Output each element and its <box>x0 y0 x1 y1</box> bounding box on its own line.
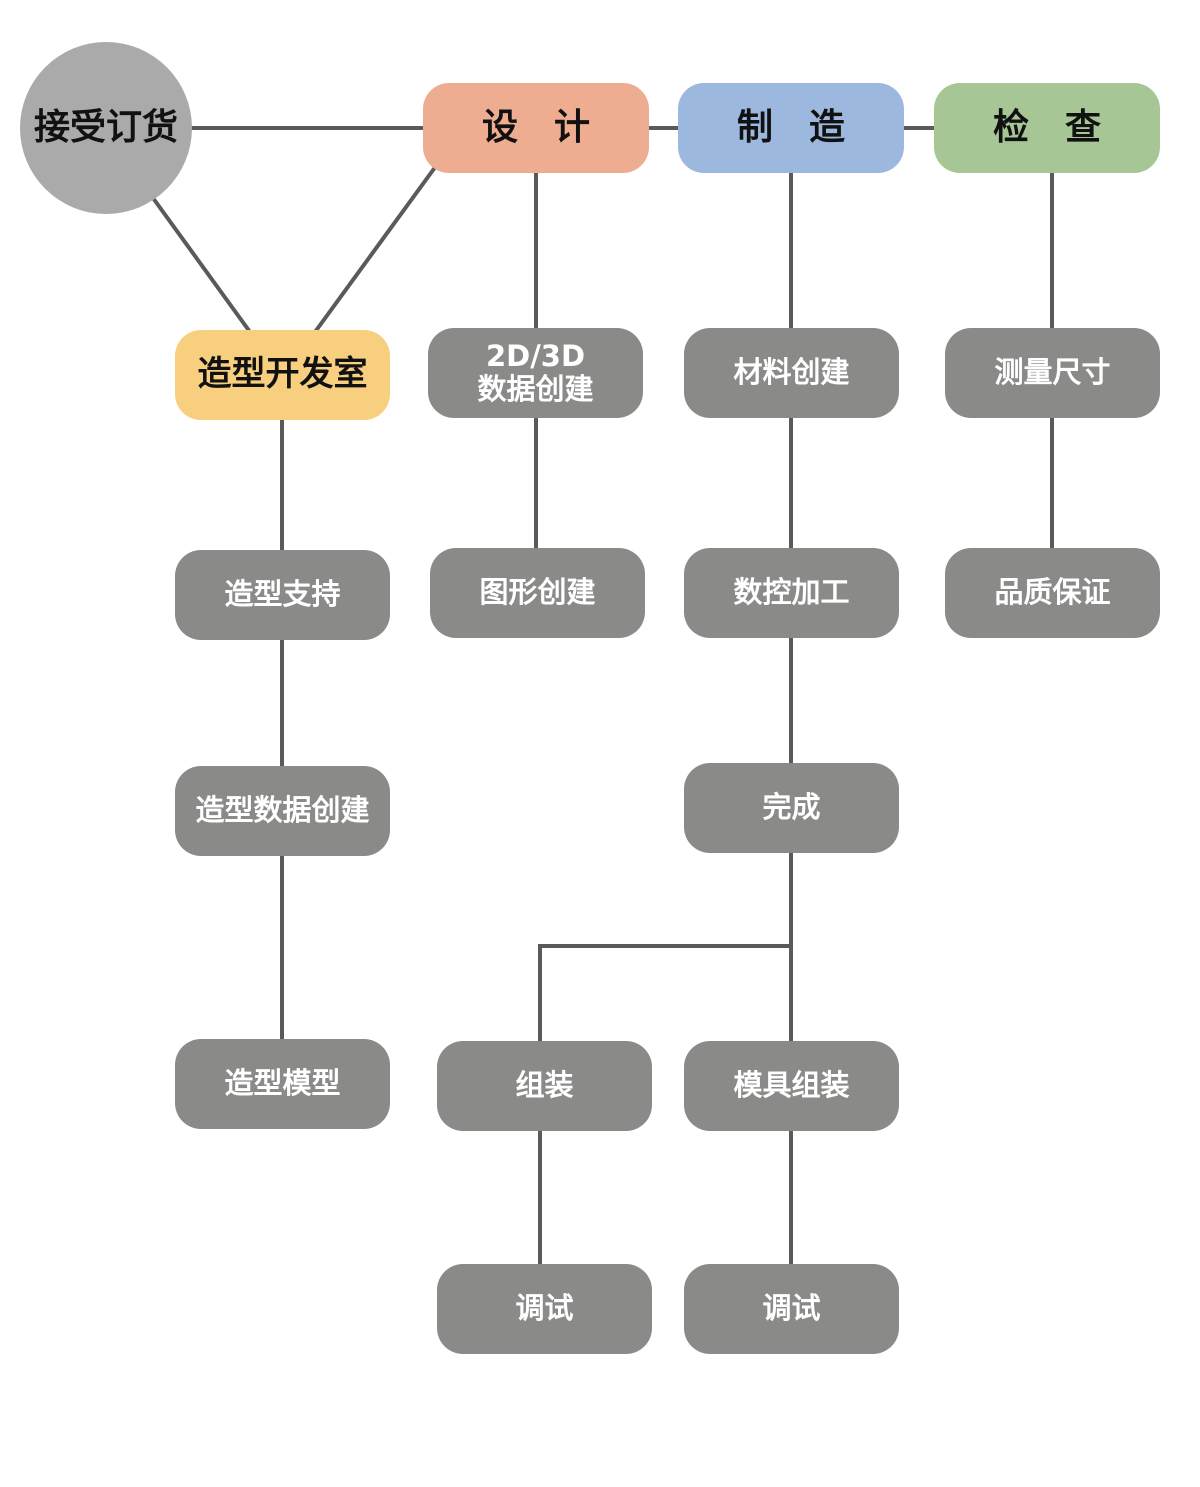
inspect-node[interactable]: 检 查 <box>934 83 1160 173</box>
styling-support-node[interactable]: 造型支持 <box>175 550 390 640</box>
measure-label: 测量尺寸 <box>994 355 1111 390</box>
debug-assembly-label: 调试 <box>515 1291 574 1326</box>
connector-order-to-studio <box>150 195 253 335</box>
mold-assembly-label: 模具组装 <box>733 1068 850 1103</box>
styling-model-label: 造型模型 <box>224 1066 341 1101</box>
design-node[interactable]: 设 计 <box>423 83 649 173</box>
quality-node[interactable]: 品质保证 <box>945 548 1160 638</box>
quality-label: 品质保证 <box>994 575 1111 610</box>
data-2d3d-node[interactable]: 2D/3D 数据创建 <box>428 328 643 418</box>
debug-assembly-node[interactable]: 调试 <box>437 1264 652 1354</box>
assembly-label: 组装 <box>515 1068 574 1103</box>
styling-studio-label: 造型开发室 <box>197 354 368 395</box>
debug-mold-label: 调试 <box>762 1291 821 1326</box>
assembly-node[interactable]: 组装 <box>437 1041 652 1131</box>
cnc-node[interactable]: 数控加工 <box>684 548 899 638</box>
order-label: 接受订货 <box>33 107 178 149</box>
complete-label: 完成 <box>762 790 821 825</box>
styling-data-node[interactable]: 造型数据创建 <box>175 766 390 856</box>
styling-data-label: 造型数据创建 <box>195 793 370 828</box>
material-node[interactable]: 材料创建 <box>684 328 899 418</box>
manufacture-node[interactable]: 制 造 <box>678 83 904 173</box>
material-label: 材料创建 <box>733 355 850 390</box>
styling-model-node[interactable]: 造型模型 <box>175 1039 390 1129</box>
complete-node[interactable]: 完成 <box>684 763 899 853</box>
graphics-node[interactable]: 图形创建 <box>430 548 645 638</box>
data-2d3d-label: 2D/3D 数据创建 <box>477 338 594 406</box>
manufacture-label: 制 造 <box>736 107 845 149</box>
mold-assembly-node[interactable]: 模具组装 <box>684 1041 899 1131</box>
measure-node[interactable]: 测量尺寸 <box>945 328 1160 418</box>
design-label: 设 计 <box>481 107 590 149</box>
inspect-label: 检 查 <box>992 107 1101 149</box>
connector-design-to-studio <box>312 163 439 335</box>
order-node[interactable]: 接受订货 <box>20 42 192 214</box>
cnc-label: 数控加工 <box>733 575 850 610</box>
styling-support-label: 造型支持 <box>224 577 341 612</box>
debug-mold-node[interactable]: 调试 <box>684 1264 899 1354</box>
styling-studio-node[interactable]: 造型开发室 <box>175 330 390 420</box>
graphics-label: 图形创建 <box>479 575 596 610</box>
